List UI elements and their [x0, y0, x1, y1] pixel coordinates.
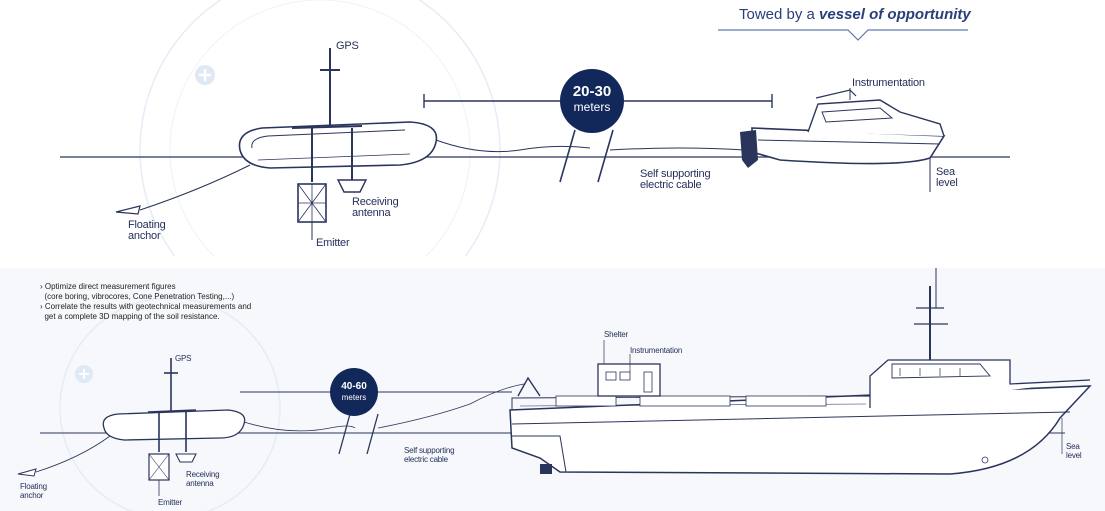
receiving-antenna-label: Receiving antenna — [186, 470, 220, 488]
gps-label: GPS — [175, 354, 192, 363]
instrumentation-label: Instrumentation — [630, 346, 683, 355]
distance-unit: meters — [341, 393, 367, 402]
instrumentation-label: Instrumentation — [852, 77, 925, 89]
towed-caption: Towed by a vessel of opportunity — [739, 6, 971, 23]
outboard-motor — [740, 130, 758, 168]
distance-unit: meters — [573, 100, 611, 114]
floating-anchor-label: Floating anchor — [20, 482, 47, 500]
bottom-diagram-drawing — [17, 268, 1092, 511]
bullet-line: get a complete 3D mapping of the soil re… — [40, 312, 220, 321]
plus-icon — [79, 369, 89, 379]
sea-level-label: Sea level — [1066, 442, 1082, 460]
towed-caption-prefix: Towed by a — [739, 6, 820, 23]
emitter-box — [148, 453, 170, 481]
tow-cable — [243, 421, 356, 432]
inflatable-boat — [238, 121, 438, 169]
background-swirl — [139, 0, 501, 256]
benefit-bullets: › Optimize direct measurement figures (c… — [40, 282, 251, 322]
cable-break-mark — [366, 413, 379, 455]
cable-break-mark — [559, 129, 576, 183]
bullet-line: (core boring, vibrocores, Cone Penetrati… — [40, 292, 235, 301]
panel-divider — [0, 256, 1105, 268]
bottom-diagram-panel: › Optimize direct measurement figures (c… — [0, 268, 1105, 511]
gps-label: GPS — [336, 40, 359, 52]
top-diagram-drawing — [60, 0, 1010, 256]
motor-boat — [740, 89, 946, 168]
cable-break-mark — [597, 129, 614, 183]
distance-value: 40-60 — [341, 381, 367, 392]
shelter-label: Shelter — [604, 330, 628, 339]
distance-badge — [330, 368, 378, 416]
floating-anchor-label: Floating anchor — [128, 219, 166, 242]
cable-label: Self supporting electric cable — [640, 168, 711, 191]
cable-label: Self supporting electric cable — [404, 446, 455, 464]
receiving-antenna-label: Receiving antenna — [352, 196, 399, 219]
anchor-rope — [139, 164, 251, 211]
header-underline — [718, 29, 968, 41]
large-vessel — [509, 268, 1092, 475]
distance-badge — [560, 69, 624, 133]
distance-value: 20-30 — [572, 83, 612, 100]
background-swirl — [59, 297, 281, 511]
floating-anchor — [17, 468, 37, 477]
top-diagram-panel: Towed by a vessel of opportunity 20-30 m… — [60, 0, 1010, 256]
emitter-label: Emitter — [158, 498, 182, 507]
bullet-line: › Correlate the results with geotechnica… — [40, 302, 252, 311]
emitter-label: Emitter — [316, 237, 350, 249]
inflatable-boat — [102, 409, 246, 441]
receiving-antenna — [175, 453, 197, 463]
bullet-line: › Optimize direct measurement figures — [40, 282, 176, 291]
floating-anchor — [115, 205, 141, 215]
sea-level-label: Sea level — [936, 166, 958, 189]
cable-break-mark — [338, 413, 351, 455]
plus-icon — [199, 69, 211, 81]
tow-cable — [377, 383, 525, 429]
tow-cable — [435, 139, 591, 153]
anchor-rope — [35, 435, 111, 473]
emitter-box — [297, 183, 327, 223]
background-swirl — [169, 0, 471, 256]
tow-cable — [609, 147, 746, 151]
receiving-antenna — [336, 179, 368, 193]
towed-caption-emphasis: vessel of opportunity — [819, 6, 971, 23]
